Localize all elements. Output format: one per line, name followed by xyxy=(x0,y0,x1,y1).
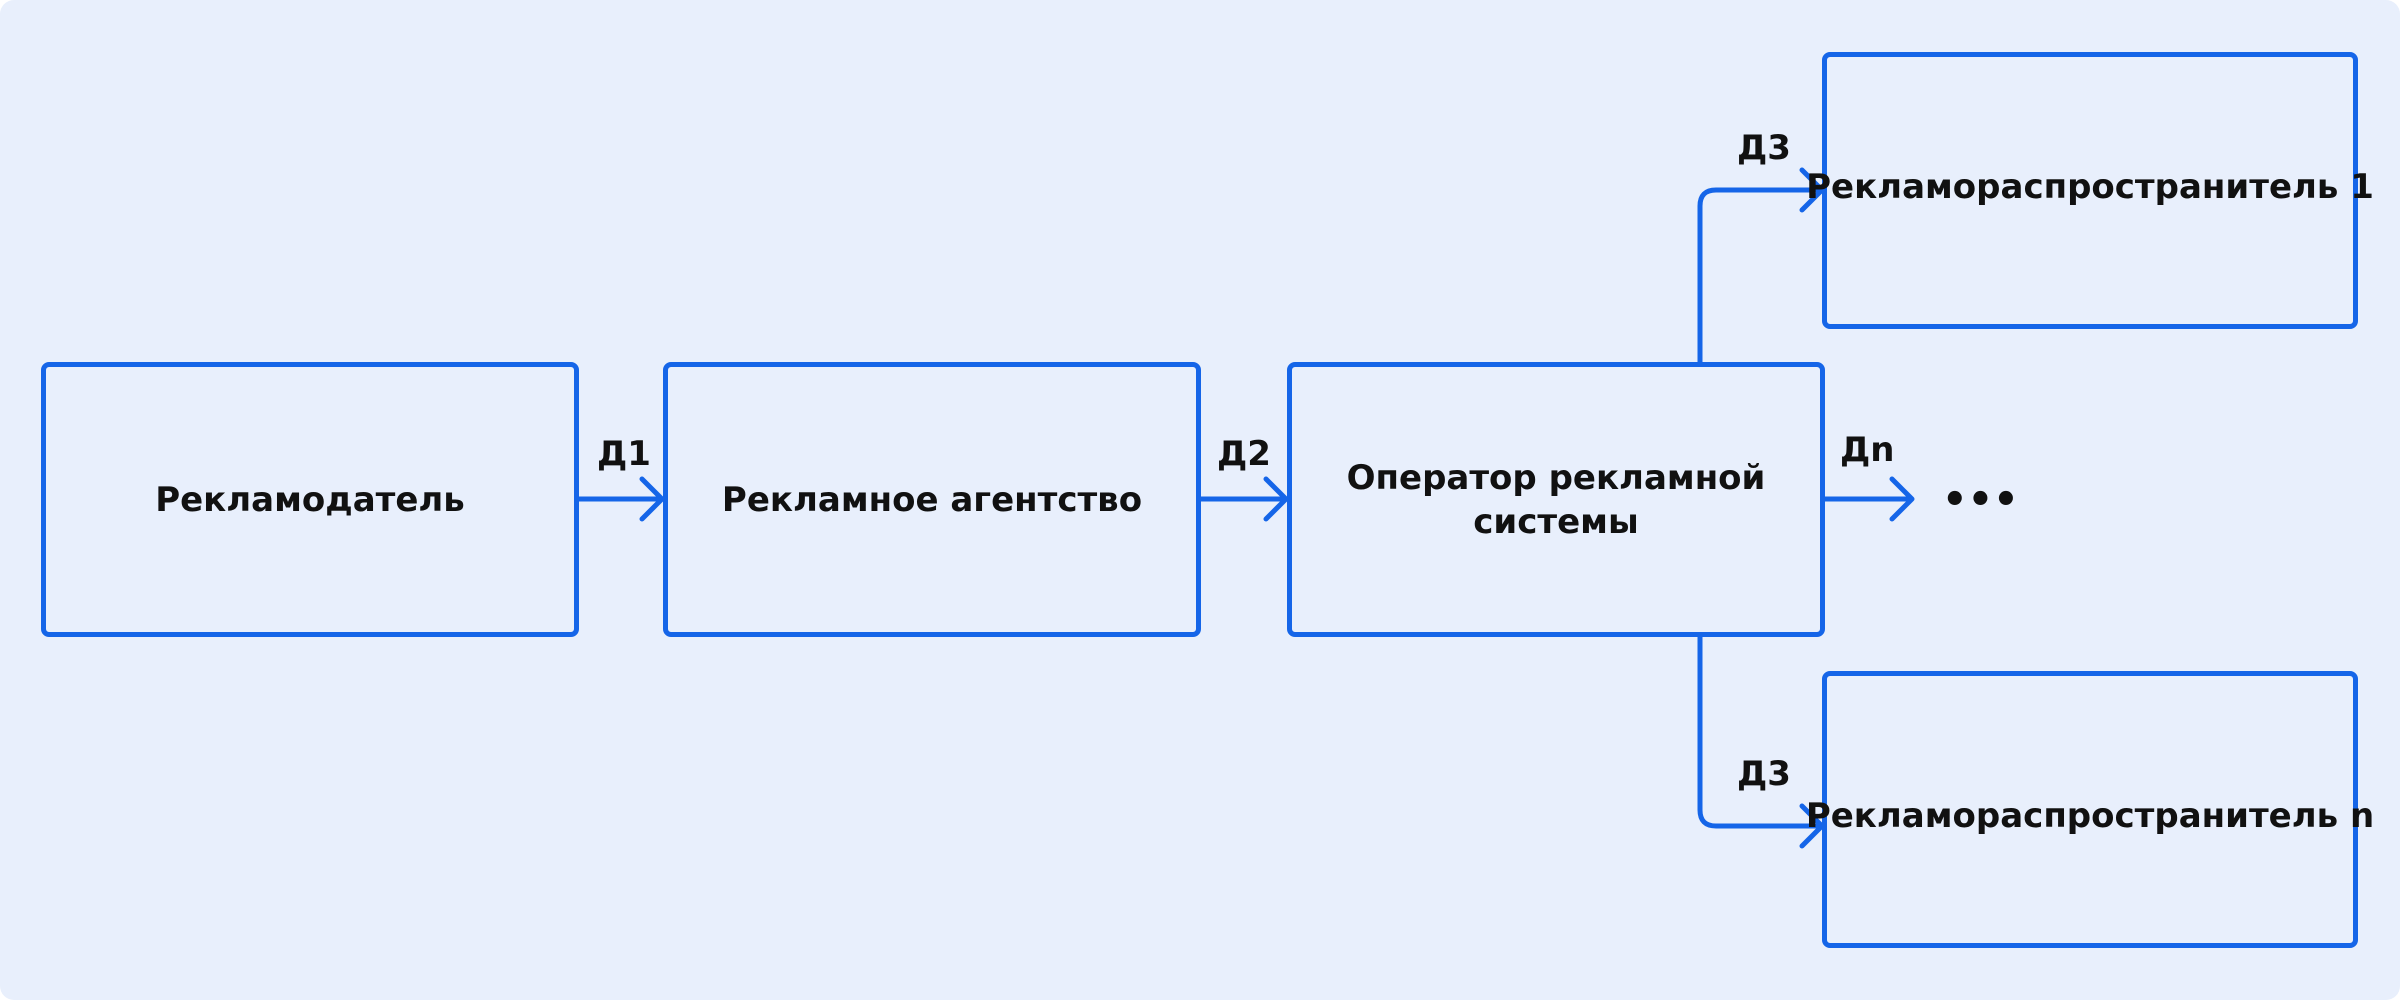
node-distributor-n-label: Рекламораспространитель n xyxy=(1805,796,2375,836)
node-operator-label-line2: системы xyxy=(1473,501,1639,542)
node-advertiser-label: Рекламодатель xyxy=(155,479,465,520)
edge-label-d3-top: Д3 xyxy=(1737,128,1791,168)
node-distributor-1-label: Рекламораспространитель 1 xyxy=(1806,167,2374,207)
edge-label-d1: Д1 xyxy=(597,434,651,474)
node-operator-label-line1: Оператор рекламной xyxy=(1346,457,1766,498)
node-distributor-n: Рекламораспространитель n xyxy=(1806,671,2374,948)
edge-label-d3-bottom: Д3 xyxy=(1737,754,1791,794)
ellipsis-more: ••• xyxy=(1942,477,2019,523)
arrow-d1-head xyxy=(639,476,665,522)
edge-label-dn: Дn xyxy=(1840,430,1895,470)
arrow-d3-top-line xyxy=(1697,187,1825,365)
arrow-d2-head xyxy=(1263,476,1289,522)
node-advertiser: Рекламодатель xyxy=(41,362,579,637)
arrow-d3-bottom-line xyxy=(1697,633,1825,829)
node-agency-label: Рекламное агентство xyxy=(721,479,1143,520)
node-operator: Оператор рекламной системы xyxy=(1287,362,1825,637)
arrow-dn-head xyxy=(1889,476,1915,522)
node-agency: Рекламное агентство xyxy=(663,362,1201,637)
node-distributor-1: Рекламораспространитель 1 xyxy=(1806,52,2374,329)
edge-label-d2: Д2 xyxy=(1217,434,1271,474)
